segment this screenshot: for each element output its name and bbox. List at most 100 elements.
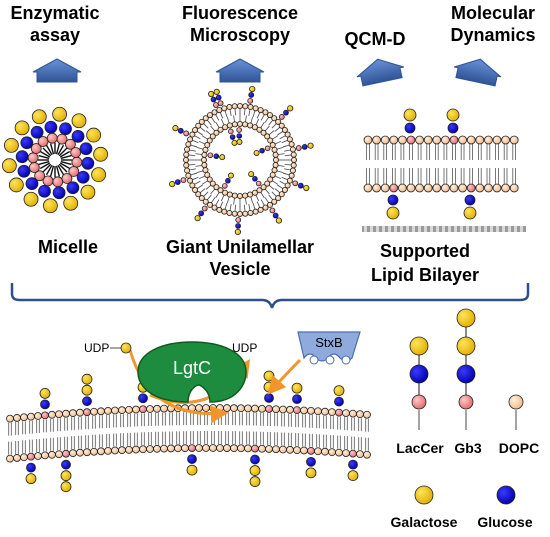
glucose-icon	[66, 181, 80, 195]
dopc-head-icon	[501, 183, 511, 193]
glucose-icon	[264, 393, 274, 403]
dopc-head-icon	[397, 183, 407, 193]
galactose-icon	[194, 215, 201, 222]
galactose-icon	[31, 109, 47, 125]
dopc-head-icon	[284, 131, 291, 138]
dopc-head-icon	[342, 409, 350, 417]
galactose-icon	[172, 125, 179, 132]
glucose-icon	[248, 92, 255, 98]
micelle-tail	[58, 147, 68, 157]
dopc-head-icon	[195, 444, 203, 452]
slb-label-2: Lipid Bilayer	[370, 265, 480, 285]
glucose-icon	[213, 153, 220, 160]
dopc-head-icon	[55, 410, 63, 419]
micelle-tail	[45, 144, 53, 156]
dopc-head-icon	[286, 136, 293, 143]
dopc-head-icon	[286, 405, 294, 414]
galactose-icon	[25, 473, 37, 485]
support-texture	[448, 226, 451, 232]
glucose-icon	[71, 129, 85, 143]
stxb-pocket-icon	[341, 355, 351, 365]
dopc-head-icon	[449, 183, 459, 193]
dopc-head-icon	[69, 449, 77, 458]
support-texture	[466, 226, 469, 232]
dopc-head-icon	[231, 192, 238, 199]
dopc-head-icon	[55, 450, 63, 459]
dopc-head-icon	[184, 146, 191, 153]
glucose-icon	[187, 454, 197, 464]
dopc-head-icon	[181, 444, 189, 453]
glucose-icon	[404, 122, 416, 134]
dopc-head-icon	[501, 135, 511, 145]
dopc-head-icon	[222, 189, 229, 196]
ceramide-head-icon	[466, 183, 476, 193]
dopc-head-icon	[185, 141, 192, 148]
dopc-head-icon	[328, 408, 336, 417]
dopc-head-icon	[258, 444, 266, 453]
galactose-icon	[3, 137, 19, 153]
dopc-head-icon	[237, 444, 245, 453]
ceramide-head-icon	[42, 175, 54, 187]
fluorescence-microscopy-label-2: Microscopy	[189, 25, 291, 45]
glucose-icon	[52, 186, 66, 200]
ceramide-head-icon	[71, 156, 83, 168]
galactose-icon	[248, 171, 255, 178]
dopc-head-icon	[267, 201, 274, 208]
dopc-head-icon	[195, 122, 202, 129]
support-texture	[376, 226, 379, 232]
support-texture	[412, 226, 415, 232]
udp-donor-label: UDP	[84, 341, 110, 355]
qcmd-label: QCM-D	[344, 29, 406, 49]
dopc-head-icon	[279, 405, 287, 414]
galactose-icon	[169, 181, 176, 188]
enzymatic-assay-label-1: Enzymatic	[10, 3, 100, 23]
dopc-head-icon	[389, 135, 399, 145]
dopc-head-icon	[167, 444, 175, 453]
ceramide-head-icon	[213, 102, 219, 108]
support-texture	[514, 226, 517, 232]
micelle-tail	[59, 162, 71, 170]
galactose-icon	[60, 470, 72, 482]
glucose-icon	[17, 164, 31, 178]
dopc-head-icon	[236, 103, 243, 110]
dopc-head-icon	[264, 180, 271, 187]
dopc-head-icon	[264, 133, 271, 140]
glucose-icon	[38, 184, 51, 198]
dopc-head-icon	[202, 444, 210, 452]
dopc-head-icon	[271, 146, 278, 153]
lgtc-enzyme-shape	[137, 341, 247, 403]
dopc-head-icon	[256, 126, 263, 133]
dopc-head-icon	[272, 405, 280, 414]
dopc-head-icon	[192, 126, 199, 133]
ceramide-head-icon	[349, 449, 357, 458]
method-arrows	[32, 58, 502, 87]
molecular-dynamics-label-2: Dynamics	[450, 25, 536, 45]
dopc-head-icon	[363, 410, 371, 419]
dopc-head-icon	[206, 201, 213, 208]
galactose-icon	[403, 108, 417, 122]
dopc-head-icon	[202, 198, 209, 205]
dopc-head-icon	[380, 135, 390, 145]
dopc-head-icon	[90, 407, 98, 416]
dopc-head-icon	[242, 103, 249, 110]
dopc-head-icon	[183, 162, 190, 169]
galactose-icon	[186, 464, 198, 476]
dopc-head-icon	[104, 447, 112, 455]
dopc-head-icon	[286, 445, 294, 454]
galactose-icon	[275, 217, 283, 224]
glucose-icon	[292, 394, 302, 405]
dopc-head-icon	[62, 409, 70, 418]
glucose-icon	[306, 456, 316, 467]
dopc-head-icon	[153, 404, 161, 413]
up-arrow-icon	[32, 58, 82, 83]
dopc-head-icon	[466, 135, 476, 145]
dopc-head-icon	[34, 412, 42, 420]
grouping-bracket	[10, 283, 530, 309]
dopc-head-icon	[251, 124, 258, 131]
ceramide-head-icon	[27, 452, 35, 461]
dopc-head-icon	[187, 136, 194, 143]
dopc-head-icon	[483, 135, 493, 145]
dopc-head-icon	[349, 409, 357, 418]
dopc-head-icon	[76, 408, 84, 417]
glucose-icon	[464, 194, 476, 206]
